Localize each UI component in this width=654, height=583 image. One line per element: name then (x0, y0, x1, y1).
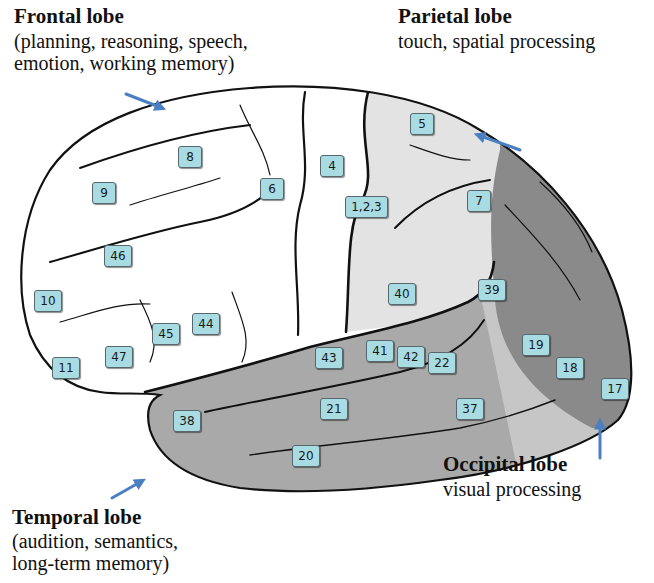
area-number-box: 8 (178, 146, 202, 168)
frontal-pointer (126, 94, 162, 108)
area-number-box: 11 (52, 357, 80, 379)
lobe-functions: visual processing (443, 478, 643, 500)
brodmann-number: 11 (58, 358, 73, 378)
area-number-box: 18 (556, 357, 584, 379)
area-number-box: 41 (366, 340, 394, 362)
precentral-sulcus (295, 92, 305, 335)
brain-outline (21, 86, 631, 491)
area-number-box: 21 (320, 398, 348, 420)
brodmann-number: 17 (607, 379, 622, 399)
minor-sulcus (240, 105, 270, 175)
brodmann-number: 10 (40, 291, 55, 311)
brodmann-number: 1,2,3 (351, 197, 382, 217)
area-number-box: 1,2,3 (345, 196, 388, 218)
brodmann-number: 9 (100, 183, 108, 203)
brodmann-number: 38 (179, 411, 194, 431)
lobe-title: Frontal lobe (14, 4, 124, 28)
brodmann-number: 19 (528, 335, 543, 355)
lobe-functions: touch, spatial processing (398, 30, 650, 52)
area-number-box: 43 (315, 347, 343, 369)
brodmann-number: 46 (110, 246, 125, 266)
occipital-pointer (599, 422, 602, 458)
area-number-box: 46 (104, 245, 132, 267)
brodmann-number: 8 (186, 147, 194, 167)
brodmann-number: 20 (298, 446, 313, 466)
area-number-box: 38 (173, 410, 201, 432)
area-number-box: 39 (478, 279, 506, 301)
area-number-box: 45 (152, 323, 180, 345)
area-number-box: 10 (34, 290, 62, 312)
parietal-pointer (478, 135, 520, 150)
area-number-box: 6 (260, 178, 284, 200)
area-number-box: 4 (320, 155, 344, 177)
area-number-box: 42 (397, 346, 425, 368)
lateral-sulcus (145, 262, 494, 392)
area-number-box: 19 (522, 334, 550, 356)
brodmann-number: 18 (562, 358, 577, 378)
brodmann-number: 40 (394, 284, 409, 304)
area-number-box: 9 (92, 182, 116, 204)
minor-sulcus (410, 145, 470, 160)
area-number-box: 7 (467, 190, 491, 212)
brodmann-number: 7 (475, 191, 483, 211)
pointer-arrows (112, 94, 600, 498)
brodmann-number: 45 (158, 324, 173, 344)
area-number-box: 40 (388, 283, 416, 305)
brodmann-number: 4 (328, 156, 336, 176)
minor-sulcus (232, 292, 246, 362)
area-number-box: 17 (601, 378, 629, 400)
brodmann-number: 5 (418, 114, 426, 134)
lobe-title: Parietal lobe (398, 4, 512, 28)
lobe-functions: (audition, semantics, long-term memory) (12, 530, 202, 574)
lobe-title: Temporal lobe (12, 505, 141, 529)
lobe-functions: (planning, reasoning, speech, emotion, w… (14, 30, 304, 74)
brodmann-number: 21 (326, 399, 341, 419)
brodmann-number: 39 (484, 280, 499, 300)
brodmann-number: 6 (268, 179, 276, 199)
brodmann-number: 42 (403, 347, 418, 367)
sulci (50, 92, 592, 455)
minor-sulcus (505, 205, 580, 300)
brodmann-number: 43 (321, 348, 336, 368)
area-number-box: 5 (410, 113, 434, 135)
brodmann-number: 22 (434, 353, 449, 373)
brodmann-number: 37 (462, 399, 477, 419)
brodmann-number: 44 (198, 314, 213, 334)
occipital-region (491, 120, 654, 430)
minor-sulcus (130, 178, 220, 205)
inferior-frontal-sulcus (50, 185, 275, 262)
superior-frontal-sulcus (80, 125, 250, 168)
area-number-box: 37 (456, 398, 484, 420)
temporal-pointer (112, 481, 142, 498)
area-number-box: 44 (192, 313, 220, 335)
area-number-box: 22 (428, 352, 456, 374)
area-number-box: 20 (292, 445, 320, 467)
brodmann-number: 47 (111, 347, 126, 367)
lobe-title: Occipital lobe (443, 452, 567, 476)
intraparietal-sulcus (395, 180, 490, 228)
minor-sulcus (60, 304, 150, 322)
brodmann-number: 41 (372, 341, 387, 361)
minor-sulcus (540, 182, 592, 252)
area-number-box: 47 (105, 346, 133, 368)
